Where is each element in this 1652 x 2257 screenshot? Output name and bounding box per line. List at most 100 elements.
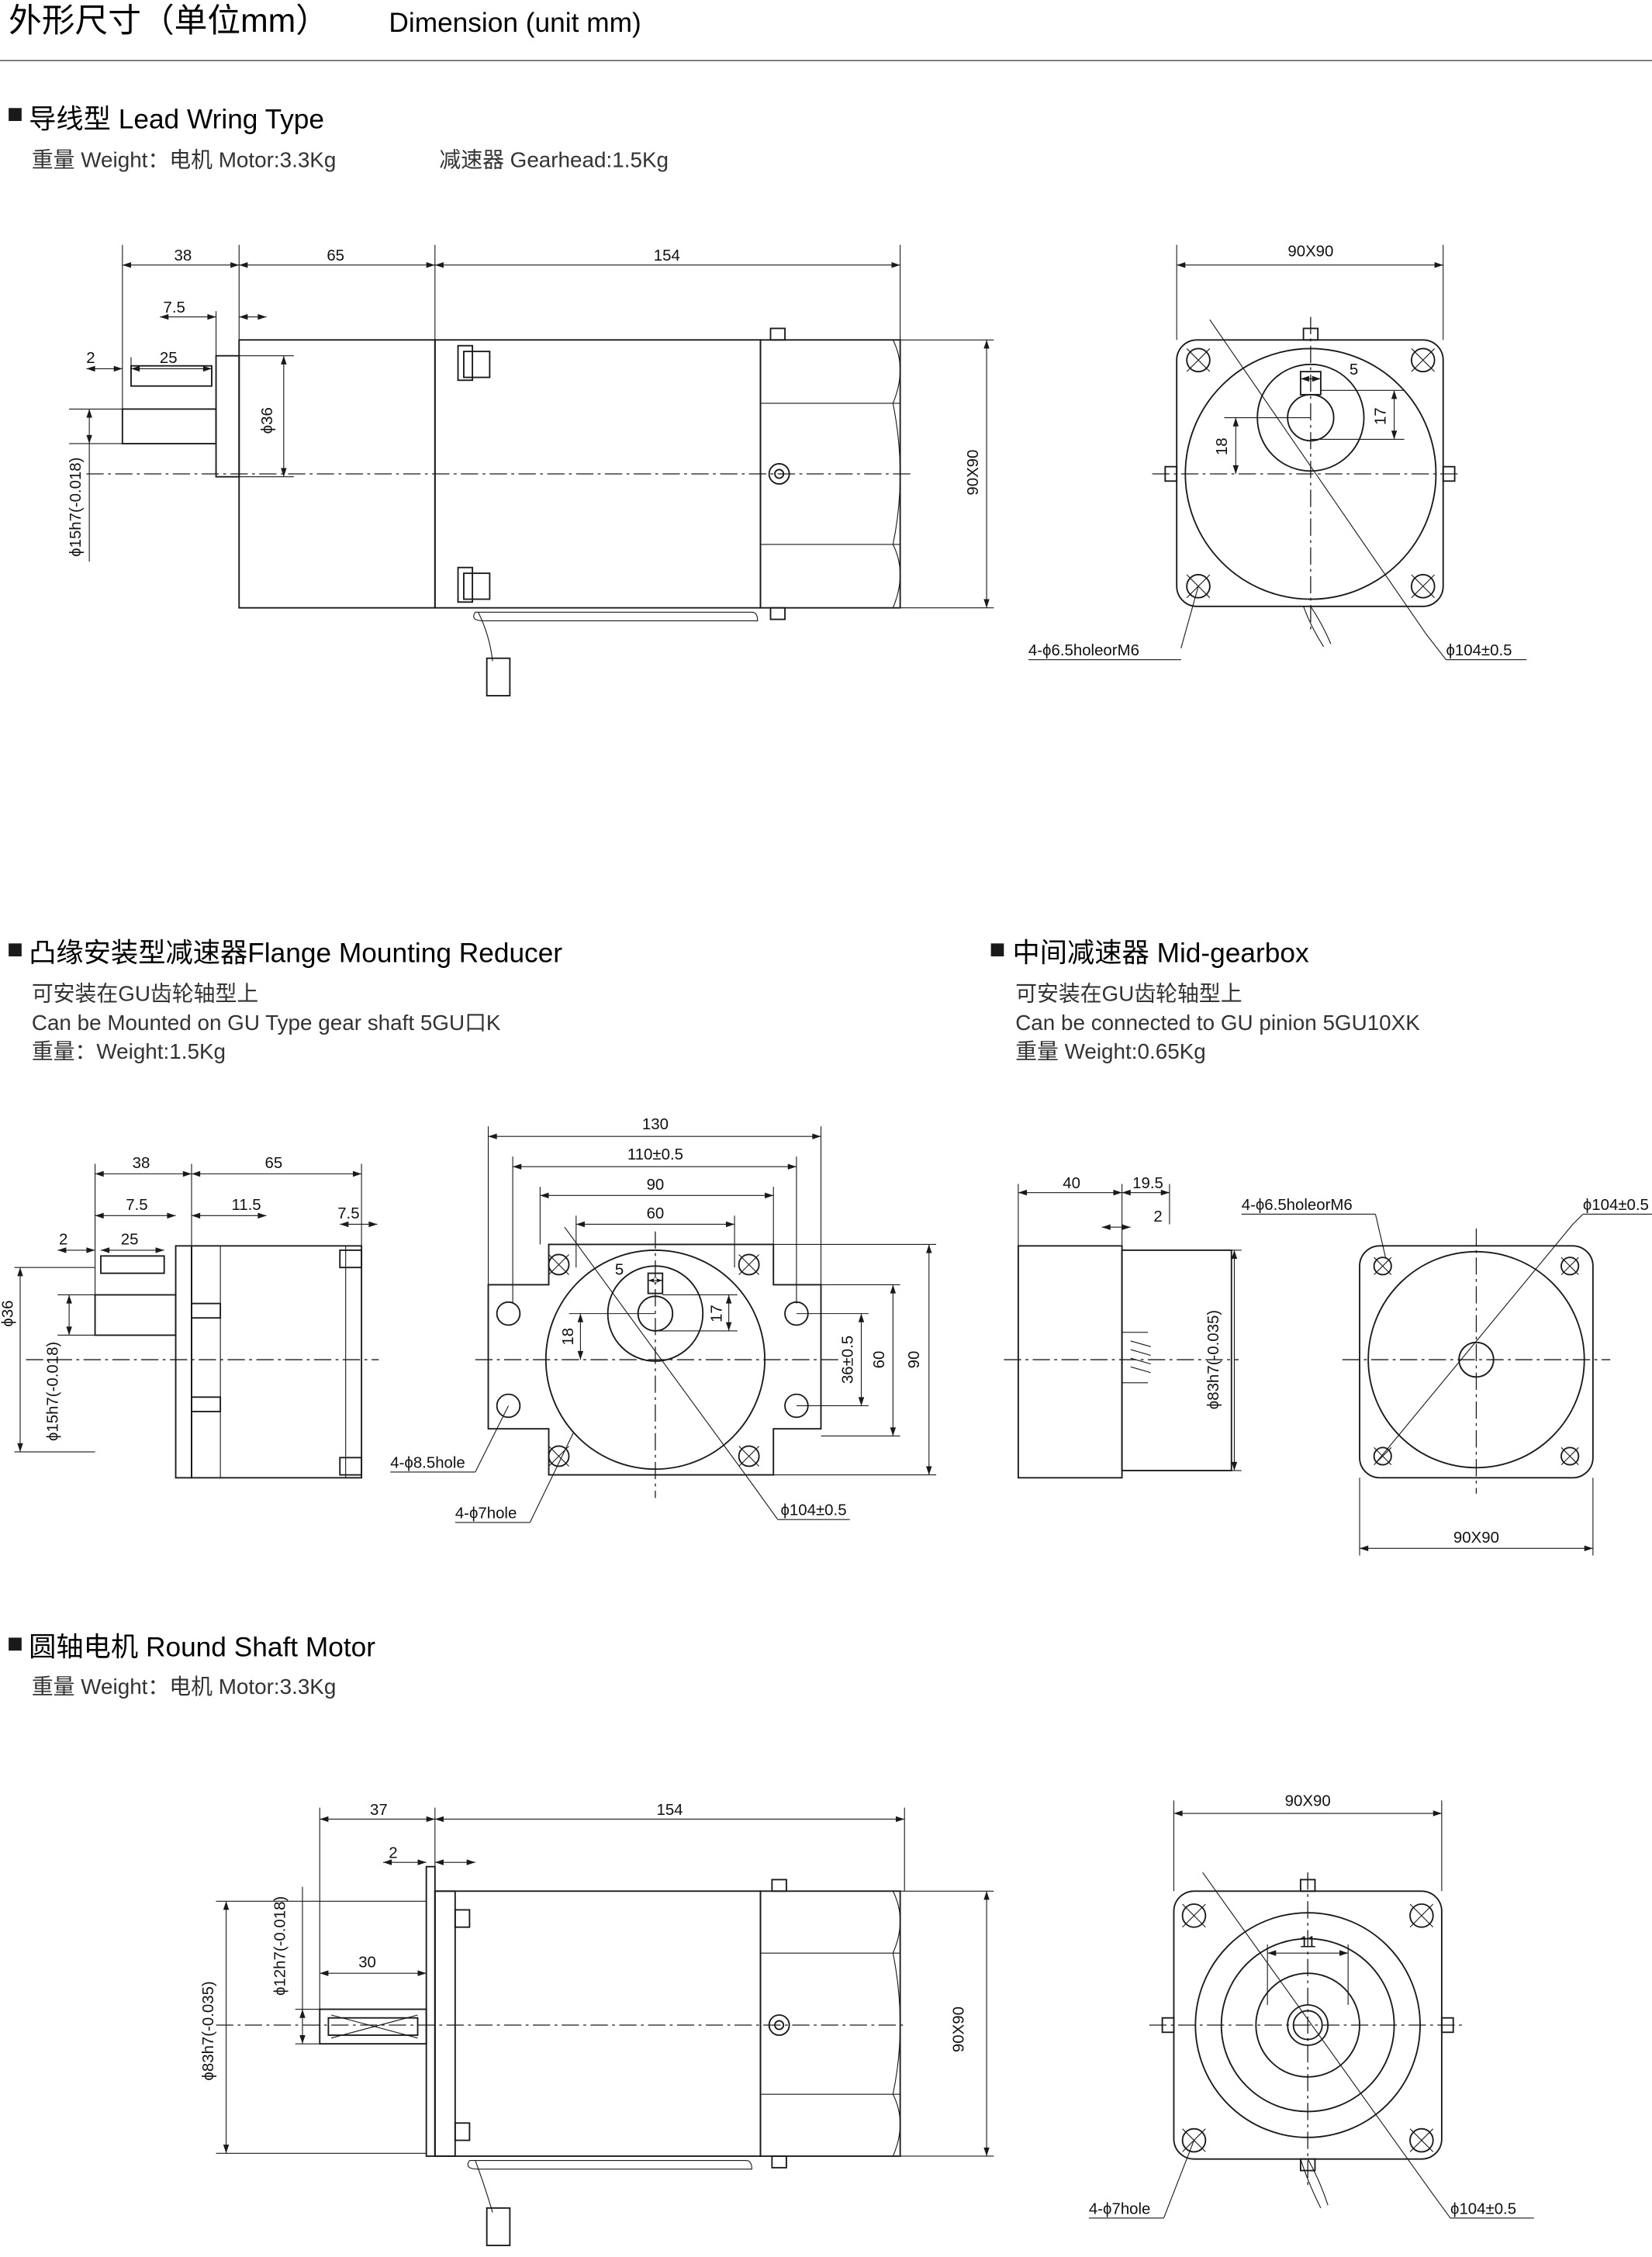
- mounting-hole: [496, 1301, 521, 1326]
- lead-wire: [1303, 606, 1332, 648]
- diagonal-leader: [1375, 1224, 1574, 1464]
- arrow: [66, 1294, 72, 1336]
- leader: [1572, 1214, 1584, 1225]
- note-line-1: 可安装在GU齿轮轴型上: [32, 982, 258, 1006]
- mounting-hole: [548, 1253, 570, 1276]
- hole-cross: [1560, 1256, 1579, 1275]
- mounting-hole: [1181, 2127, 1207, 2153]
- diagonal-leader: [564, 1226, 752, 1485]
- mounting-hole: [738, 1253, 760, 1276]
- hole-cross: [1374, 1256, 1392, 1275]
- arrow: [1267, 1950, 1349, 1956]
- bullet-square: [9, 943, 22, 957]
- terminal-block: [457, 566, 474, 603]
- arrow: [648, 1277, 663, 1284]
- section-title: 中间减速器 Mid-gearbox: [1012, 938, 1309, 969]
- note-pcd: ϕ104±0.5: [1450, 2200, 1516, 2217]
- dim-65: 65: [327, 247, 344, 264]
- lead-wire: [473, 611, 759, 621]
- lead-wire-front-view: [1028, 244, 1527, 661]
- arrow: [191, 1212, 267, 1219]
- dim-shaft-phi12: ϕ12h7(-0.018): [272, 1896, 289, 1996]
- note-line-3: 重量：Weight:1.5Kg: [32, 1039, 226, 1063]
- arrow: [299, 2009, 306, 2044]
- leader: [1426, 633, 1446, 660]
- mounting-hole: [1410, 574, 1436, 599]
- dim-36: 36±0.5: [839, 1336, 856, 1384]
- dim-37: 37: [370, 1802, 388, 1819]
- mounting-hole: [1181, 1903, 1207, 1928]
- leader: [1163, 2140, 1194, 2219]
- terminal-clip: [463, 572, 491, 600]
- mounting-hole: [1410, 347, 1436, 373]
- section-flange-heading: 凸缘安装型减速器Flange Mounting Reducer 可安装在GU齿轮…: [9, 938, 562, 1063]
- dim-154: 154: [656, 1802, 683, 1819]
- cover-curve: [892, 1891, 901, 2157]
- arrow: [1300, 375, 1321, 382]
- hole-cross: [1182, 1903, 1206, 1928]
- tab: [339, 1457, 363, 1476]
- dim-25: 25: [121, 1231, 139, 1248]
- section-title: 凸缘安装型减速器Flange Mounting Reducer: [29, 938, 562, 969]
- note-pcd: ϕ104±0.5: [781, 1502, 847, 1519]
- arrow: [57, 1247, 95, 1253]
- dim-5: 5: [1350, 361, 1358, 378]
- dim-7-5: 7.5: [126, 1197, 147, 1214]
- dim-110: 110±0.5: [627, 1146, 683, 1163]
- lead-wire: [475, 2160, 493, 2213]
- leader: [1434, 2196, 1451, 2219]
- shaft-collar: [215, 354, 240, 478]
- gearbox-body: [1017, 1245, 1123, 1479]
- dim-7-5: 7.5: [164, 299, 185, 316]
- mounting-hole: [1409, 1903, 1434, 1928]
- dim-shaft-phi83: ϕ83h7(-0.035): [200, 1981, 217, 2080]
- round-shaft-front-view: [1088, 1800, 1534, 2219]
- note-line-3: 重量 Weight:0.65Kg: [1015, 1039, 1206, 1063]
- mounting-hole: [1373, 1256, 1392, 1276]
- gear-hatch: [1130, 1340, 1151, 1374]
- bullet-square: [9, 1637, 22, 1651]
- dim-shaft-phi83: ϕ83h7(-0.035): [1205, 1310, 1222, 1409]
- terminal-block: [457, 344, 474, 382]
- mounting-flange: [425, 1865, 436, 2157]
- screw-head: [769, 607, 786, 620]
- screw-head: [771, 1879, 787, 1892]
- note-holes: 4-ϕ7hole: [1089, 2200, 1151, 2217]
- arrow: [239, 313, 267, 320]
- cover-curve: [892, 340, 901, 608]
- lead-wire: [478, 612, 493, 662]
- section-title: 导线型 Lead Wring Type: [29, 104, 324, 134]
- page-title-en: Dimension (unit mm): [389, 8, 641, 38]
- output-shaft: [121, 408, 217, 444]
- hole-cross: [1560, 1446, 1579, 1466]
- flange-lip: [434, 1890, 456, 2157]
- dim-2: 2: [389, 1845, 397, 1862]
- tab: [339, 1249, 363, 1269]
- dim-5: 5: [615, 1261, 624, 1278]
- square-flange: [1176, 339, 1444, 607]
- arrow: [130, 365, 212, 372]
- hole-cross: [1411, 574, 1435, 599]
- flange-plate: [175, 1245, 192, 1479]
- screw-head: [771, 2155, 787, 2169]
- page-title-cn: 外形尺寸（单位mm）: [9, 2, 329, 40]
- dim-19-5: 19.5: [1132, 1175, 1163, 1192]
- output-shaft: [319, 2008, 427, 2045]
- section-round-heading: 圆轴电机 Round Shaft Motor 重量 Weight：电机 Moto…: [9, 1633, 375, 1699]
- dim-18: 18: [560, 1328, 577, 1346]
- dim-shaft-phi15: ϕ15h7(-0.018): [67, 458, 85, 557]
- dim-2: 2: [59, 1231, 67, 1248]
- arrow: [340, 1221, 378, 1228]
- dim-90x90: 90X90: [1453, 1529, 1499, 1547]
- arrow: [86, 409, 92, 444]
- dim-2: 2: [1153, 1208, 1162, 1225]
- leader: [751, 1483, 779, 1520]
- weight-line: 重量 Weight：电机 Motor:3.3Kg: [32, 147, 337, 171]
- arrow: [86, 365, 123, 372]
- arrow: [1101, 1224, 1131, 1230]
- bullet-square: [9, 108, 22, 122]
- terminal: [454, 1909, 471, 1928]
- note-line-1: 可安装在GU齿轮轴型上: [1015, 982, 1242, 1006]
- dim-60: 60: [647, 1205, 665, 1222]
